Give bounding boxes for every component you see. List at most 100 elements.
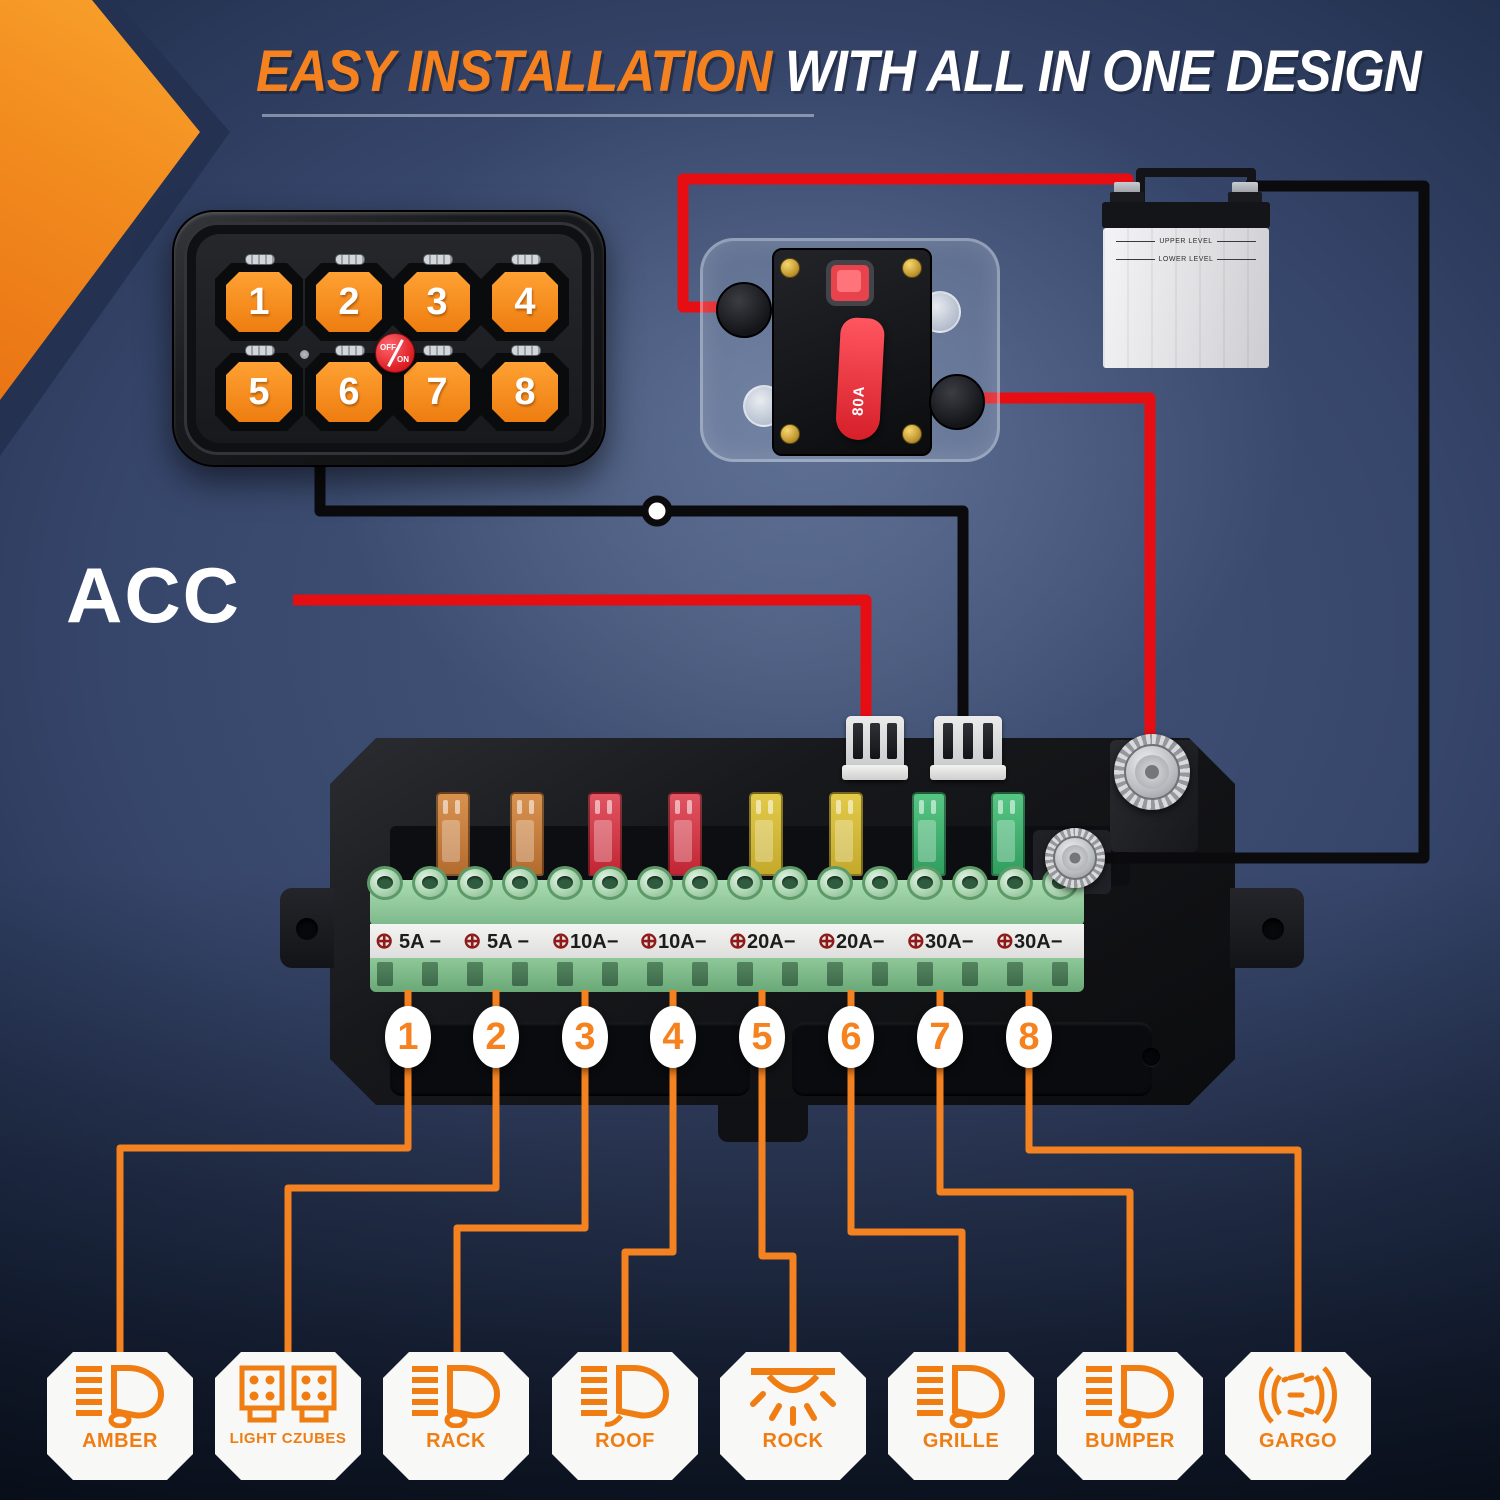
terminal-screw <box>862 866 898 900</box>
output-tile-amber: AMBER <box>47 1352 193 1480</box>
cargo-light-icon <box>1259 1366 1337 1424</box>
headlight-icon <box>1086 1365 1175 1428</box>
breaker-screw <box>780 258 800 278</box>
battery-lower-level-label: LOWER LEVEL <box>1158 256 1214 263</box>
breaker-terminal-in <box>716 282 772 338</box>
led-indicator <box>511 254 541 265</box>
terminal-screw <box>547 866 583 900</box>
wire-output-4 <box>621 990 677 1362</box>
power-stud-positive <box>1114 734 1190 810</box>
breaker-lever[interactable]: 80A <box>834 316 886 442</box>
terminal-screw <box>592 866 628 900</box>
wire-output-3 <box>453 990 589 1362</box>
terminal-screw <box>952 866 988 900</box>
terminal-screw <box>457 866 493 900</box>
output-tile-gargo: GARGO <box>1225 1352 1371 1480</box>
switch-button-3[interactable]: 3 <box>404 272 470 332</box>
title-rest: WITH ALL IN ONE DESIGN <box>771 39 1422 104</box>
title-highlight: EASY INSTALLATION <box>256 39 772 104</box>
output-tile-rack: RACK <box>383 1352 529 1480</box>
page-title: EASY INSTALLATION WITH ALL IN ONE DESIGN <box>256 38 1422 105</box>
fuse-20a <box>829 792 863 876</box>
terminal-screw <box>727 866 763 900</box>
led-indicator <box>245 345 275 356</box>
terminal-screw <box>682 866 718 900</box>
battery: UPPER LEVEL LOWER LEVEL <box>1102 162 1270 368</box>
title-underline <box>262 114 814 117</box>
fuse-20a <box>749 792 783 876</box>
power-toggle-button[interactable]: OFF ON <box>375 333 415 373</box>
port-number-1: 1 <box>385 1006 431 1068</box>
fuse-5a <box>436 792 470 876</box>
terminal-screw <box>997 866 1033 900</box>
terminal-screw <box>772 866 808 900</box>
switch-button-2[interactable]: 2 <box>316 272 382 332</box>
battery-body: UPPER LEVEL LOWER LEVEL <box>1103 228 1269 368</box>
breaker-terminal-out <box>929 374 985 430</box>
battery-upper-level-label: UPPER LEVEL <box>1159 238 1213 245</box>
ground-stud-negative <box>1045 828 1105 888</box>
switch-button-4[interactable]: 4 <box>492 272 558 332</box>
terminal-screw <box>367 866 403 900</box>
terminal-rating-label: ⊕10A− <box>551 928 619 953</box>
switch-button-6[interactable]: 6 <box>316 362 382 422</box>
output-tile-light-cubes: LIGHT CZUBES <box>215 1352 361 1480</box>
terminal-rating-label: ⊕ 5A − <box>374 928 442 953</box>
headlight-icon <box>917 1365 1006 1428</box>
switch-panel: 1 2 3 4 5 6 7 8 OFF ON <box>172 210 606 467</box>
mounting-hole-right <box>1262 918 1284 940</box>
circuit-breaker: 80A <box>700 238 1000 462</box>
port-number-6: 6 <box>828 1006 874 1068</box>
headlight-icon <box>412 1365 501 1428</box>
wire-output-7 <box>936 990 1134 1362</box>
port-number-8: 8 <box>1006 1006 1052 1068</box>
switch-button-8[interactable]: 8 <box>492 362 558 422</box>
switch-button-7[interactable]: 7 <box>404 362 470 422</box>
output-tile-rock: ROCK <box>720 1352 866 1480</box>
breaker-reset-button[interactable] <box>826 260 874 306</box>
harness-connector-signal <box>930 716 1006 780</box>
acc-label: ACC <box>66 551 241 639</box>
wire-output-2 <box>284 990 500 1362</box>
led-indicator <box>245 254 275 265</box>
wire-output-8 <box>1025 990 1302 1362</box>
box-screw-hole <box>1142 1048 1160 1066</box>
output-tile-roof: ROOF <box>552 1352 698 1480</box>
wire-output-6 <box>847 990 966 1362</box>
led-indicator <box>511 345 541 356</box>
breaker-screw <box>902 424 922 444</box>
fuse-30a <box>991 792 1025 876</box>
wire-acc-red <box>293 594 872 736</box>
terminal-rating-label: ⊕10A− <box>639 928 707 953</box>
breaker-screw <box>780 424 800 444</box>
battery-top <box>1102 202 1270 228</box>
terminal-rating-label: ⊕ 5A − <box>462 928 530 953</box>
breaker-rating-label: 80A <box>849 385 869 417</box>
terminal-block: ⊕ 5A − ⊕ 5A − ⊕10A− ⊕10A− ⊕20A− ⊕20A− ⊕3… <box>367 866 1084 992</box>
switch-button-5[interactable]: 5 <box>226 362 292 422</box>
terminal-label-strip <box>370 924 1084 958</box>
port-number-5: 5 <box>739 1006 785 1068</box>
headlight-icon <box>76 1365 165 1428</box>
light-cubes-icon <box>239 1365 337 1423</box>
fuse-5a <box>510 792 544 876</box>
wire-battery-ground-black <box>1088 180 1430 864</box>
terminal-screw <box>817 866 853 900</box>
terminal-screw <box>502 866 538 900</box>
fuse-30a <box>912 792 946 876</box>
led-indicator <box>335 254 365 265</box>
terminal-screw <box>907 866 943 900</box>
port-number-4: 4 <box>650 1006 696 1068</box>
wire-breaker-fusebox-red <box>953 392 1156 762</box>
wire-output-5 <box>758 990 797 1362</box>
led-indicator <box>423 345 453 356</box>
mounting-hole-left <box>296 918 318 940</box>
harness-connector-acc <box>842 716 908 780</box>
output-tile-grille: GRILLE <box>888 1352 1034 1480</box>
switch-button-1[interactable]: 1 <box>226 272 292 332</box>
wire-output-1 <box>116 990 412 1362</box>
terminal-rating-label: ⊕20A− <box>728 928 796 953</box>
inline-connector-icon <box>641 495 673 527</box>
